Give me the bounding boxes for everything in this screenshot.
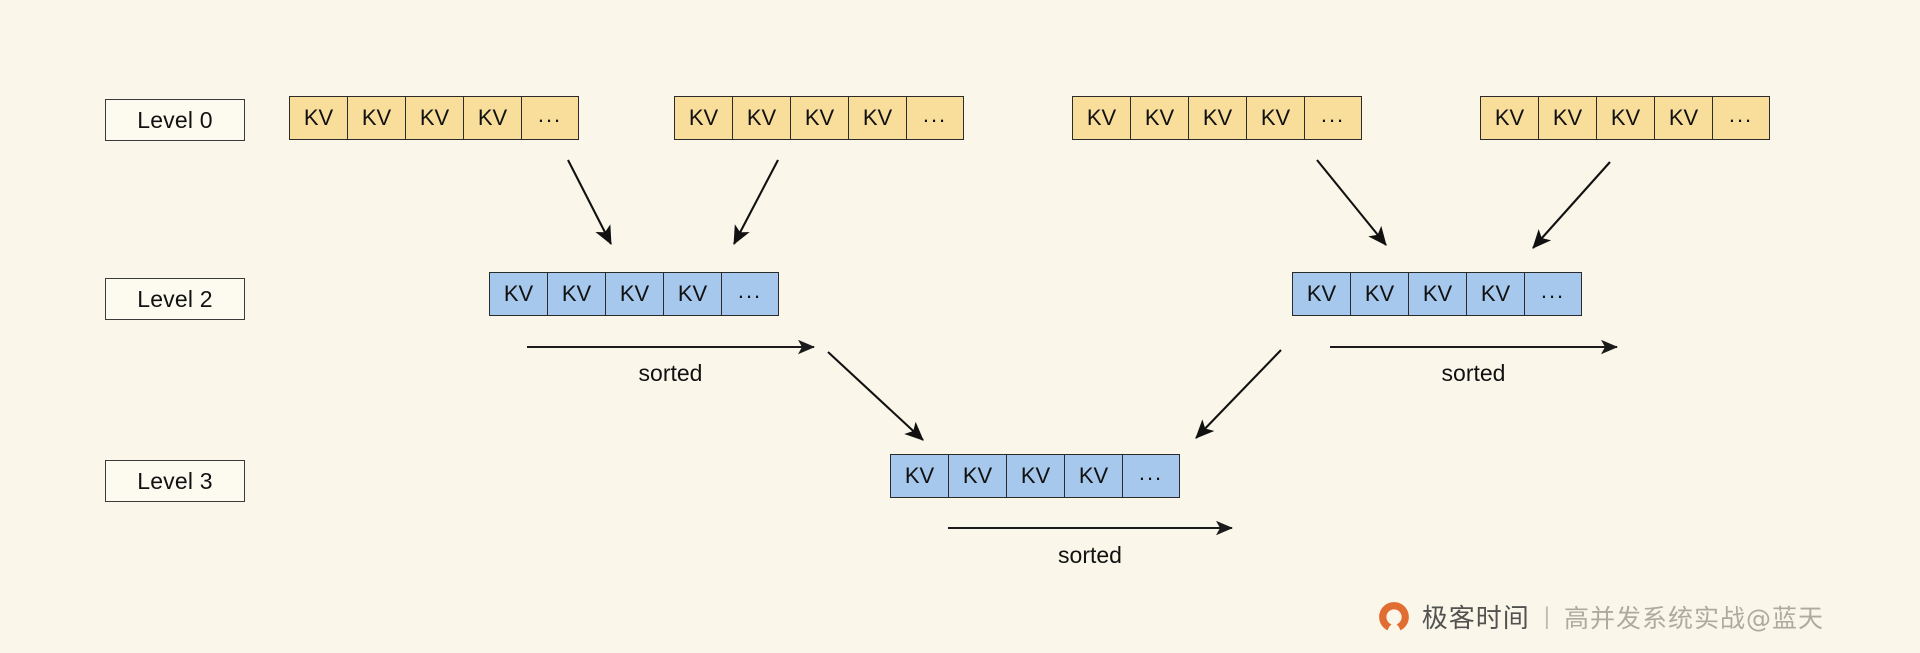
arrow-l2g2-to-l3 [1195,349,1282,439]
kv-cell: KV [347,96,405,140]
kv-cell: KV [732,96,790,140]
kv-group-l0-g4[interactable]: KV KV KV KV ... [1480,96,1770,140]
kv-cell: KV [948,454,1006,498]
kv-cell: KV [1596,96,1654,140]
kv-group-l3-g1[interactable]: KV KV KV KV ... [890,454,1180,498]
kv-cell: KV [489,272,547,316]
kv-cell: KV [463,96,521,140]
kv-cell-ellipsis: ... [1712,96,1770,140]
kv-cell: KV [790,96,848,140]
kv-cell: KV [674,96,732,140]
kv-cell: KV [289,96,347,140]
kv-cell: KV [547,272,605,316]
kv-cell: KV [605,272,663,316]
kv-cell: KV [1292,272,1350,316]
kv-cell: KV [1538,96,1596,140]
watermark-brand: 极客时间 [1421,604,1530,634]
kv-cell: KV [1466,272,1524,316]
kv-cell: KV [890,454,948,498]
kv-cell: KV [1064,454,1122,498]
kv-cell-ellipsis: ... [906,96,964,140]
kv-group-l0-g2[interactable]: KV KV KV KV ... [674,96,964,140]
kv-group-l2-g2[interactable]: KV KV KV KV ... [1292,272,1582,316]
kv-cell: KV [1408,272,1466,316]
arrow-l0g2-to-l2g1 [567,159,612,245]
kv-cell: KV [1006,454,1064,498]
kv-cell: KV [1072,96,1130,140]
geekbang-logo-icon [1378,601,1409,630]
kv-cell: KV [405,96,463,140]
kv-group-l0-g3[interactable]: KV KV KV KV ... [1072,96,1362,140]
arrow-l0g4-to-l2g2 [1316,159,1387,246]
kv-group-l0-g1[interactable]: KV KV KV KV ... [289,96,579,140]
kv-cell-ellipsis: ... [521,96,579,140]
sorted-label-level3: sorted [1058,542,1122,568]
kv-cell-ellipsis: ... [1304,96,1362,140]
level-label-3: Level 3 [105,460,245,502]
kv-cell: KV [663,272,721,316]
arrow-l2g1-to-l3 [827,351,924,441]
kv-cell-ellipsis: ... [1524,272,1582,316]
kv-cell: KV [1246,96,1304,140]
arrow-l0g3-to-l2g1 [733,159,779,245]
arrow-l0g5-to-l2g2 [1532,161,1611,249]
level-label-0: Level 0 [105,99,245,141]
watermark: 极客时间 | 高并发系统实战@蓝天 [1377,598,1824,635]
watermark-divider: | [1543,602,1550,630]
watermark-subtitle: 高并发系统实战@蓝天 [1563,603,1824,633]
kv-cell-ellipsis: ... [1122,454,1180,498]
sorted-label-level2-right: sorted [1441,360,1506,386]
kv-cell: KV [1654,96,1712,140]
kv-group-l2-g1[interactable]: KV KV KV KV ... [489,272,779,316]
level-label-2: Level 2 [105,278,245,320]
kv-cell: KV [1350,272,1408,316]
kv-cell: KV [848,96,906,140]
sorted-label-level2-left: sorted [638,360,703,386]
kv-cell: KV [1188,96,1246,140]
kv-cell-ellipsis: ... [721,272,779,316]
kv-cell: KV [1480,96,1538,140]
kv-cell: KV [1130,96,1188,140]
